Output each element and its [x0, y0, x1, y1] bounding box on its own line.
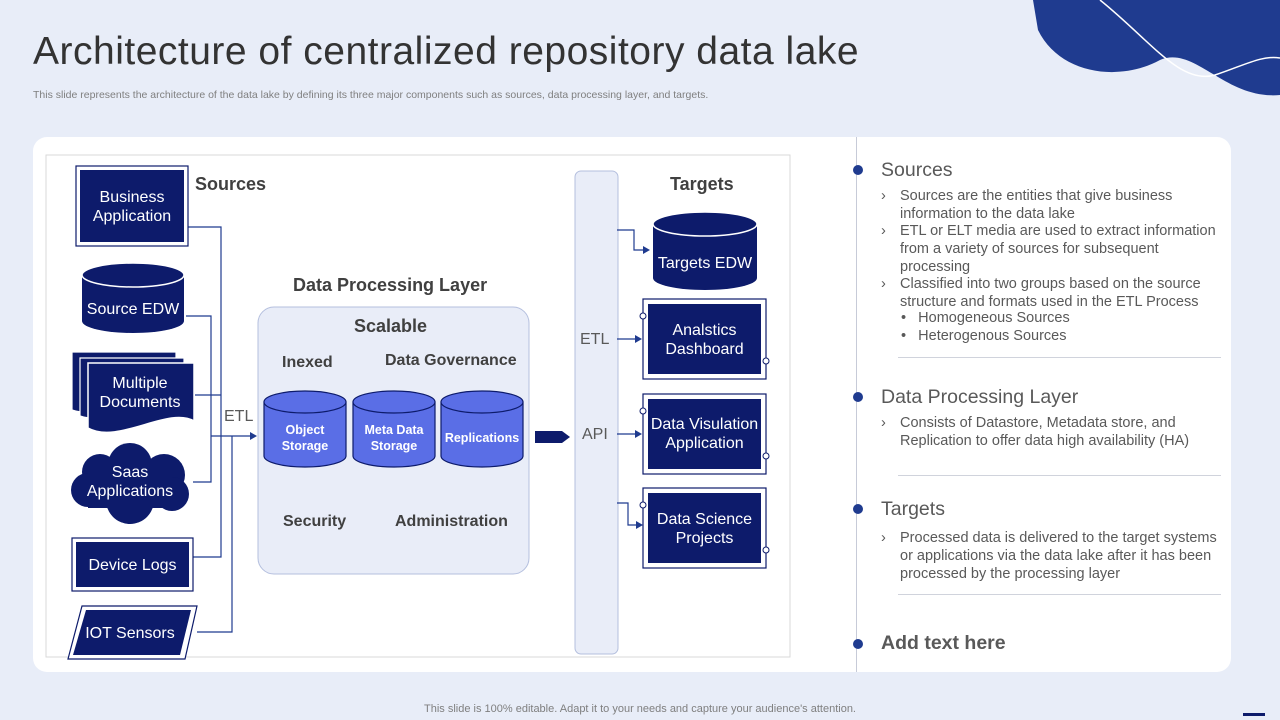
inexed-label: Inexed: [282, 354, 333, 371]
page-subtitle: This slide represents the architecture o…: [33, 89, 709, 101]
chevron-icon: ›: [881, 188, 886, 204]
object-storage-label: Object Storage: [281, 423, 329, 453]
chevron-icon: ›: [881, 415, 886, 431]
content-card: [33, 137, 1231, 672]
etl-label: ETL: [224, 408, 254, 425]
targets-heading: Targets: [670, 174, 734, 194]
source-edw-label: Source EDW: [86, 301, 180, 318]
replications-cylinder: [440, 390, 524, 468]
panel-timeline-line: [856, 137, 857, 672]
meta-data-storage-label: Meta Data Storage: [364, 423, 424, 453]
security-label: Security: [283, 513, 347, 530]
source-device-logs: Device Logs: [88, 557, 177, 574]
bullet-dot: [853, 639, 863, 649]
bus-api-label: API: [582, 426, 608, 443]
business-application-box: [80, 170, 184, 242]
section-title-targets: Targets: [881, 498, 945, 520]
dashboard-box: [648, 304, 761, 374]
source-saas-applications: Saas Applications: [86, 464, 174, 500]
data-governance-label: Data Governance: [385, 352, 517, 369]
administration-label: Administration: [395, 513, 508, 530]
bullet-dot: [853, 392, 863, 402]
chevron-icon: ›: [881, 223, 886, 239]
chevron-icon: ›: [881, 530, 886, 546]
source-iot-sensors: IOT Sensors: [85, 625, 175, 642]
source-multiple-documents: Multiple Documents: [99, 375, 181, 411]
footer-bar: [1243, 713, 1265, 716]
device-logs-box: [76, 542, 189, 587]
scalable-label: Scalable: [354, 316, 428, 336]
iot-sensors-box: [73, 610, 191, 655]
section-title-sources: Sources: [881, 159, 953, 181]
target-data-visulation: Data Visulation Application: [650, 416, 759, 452]
multiple-documents-icon: [71, 351, 195, 434]
integration-bus: [574, 170, 619, 655]
separator: [898, 475, 1221, 476]
sources-subbullet-2: • Heterogenous Sources: [901, 328, 1067, 344]
source-connectors: [186, 226, 250, 633]
processing-heading: Data Processing Layer: [293, 275, 488, 295]
sources-heading: Sources: [195, 174, 267, 194]
target-analstics-dashboard: Analstics Dashboard: [665, 322, 744, 358]
object-storage-cylinder: [263, 390, 347, 468]
separator: [898, 357, 1221, 358]
data-science-box: [648, 493, 761, 563]
sources-subbullet-1: • Homogeneous Sources: [901, 310, 1070, 326]
saas-cloud-icon: [71, 443, 189, 524]
separator: [898, 594, 1221, 595]
meta-data-storage-cylinder: [352, 390, 436, 468]
chevron-icon: ›: [881, 276, 886, 292]
footer-note: This slide is 100% editable. Adapt it to…: [424, 703, 856, 715]
visulation-box: [648, 399, 761, 469]
processing-to-bus-arrow: [535, 431, 570, 443]
section-title-add-text: Add text here: [881, 632, 1006, 654]
bus-etl-label: ETL: [580, 331, 610, 348]
bullet-dot: [853, 504, 863, 514]
target-edw-label: Targets EDW: [657, 255, 753, 272]
replications-label: Replications: [444, 431, 520, 445]
targets-edw-cylinder: [652, 211, 758, 290]
source-business-application: Business Application: [92, 189, 172, 225]
section-title-processing: Data Processing Layer: [881, 386, 1079, 408]
bullet-dot: [853, 165, 863, 175]
target-data-science: Data Science Projects: [656, 511, 753, 547]
page-title: Architecture of centralized repository d…: [33, 30, 860, 73]
source-edw-cylinder: [81, 262, 185, 333]
